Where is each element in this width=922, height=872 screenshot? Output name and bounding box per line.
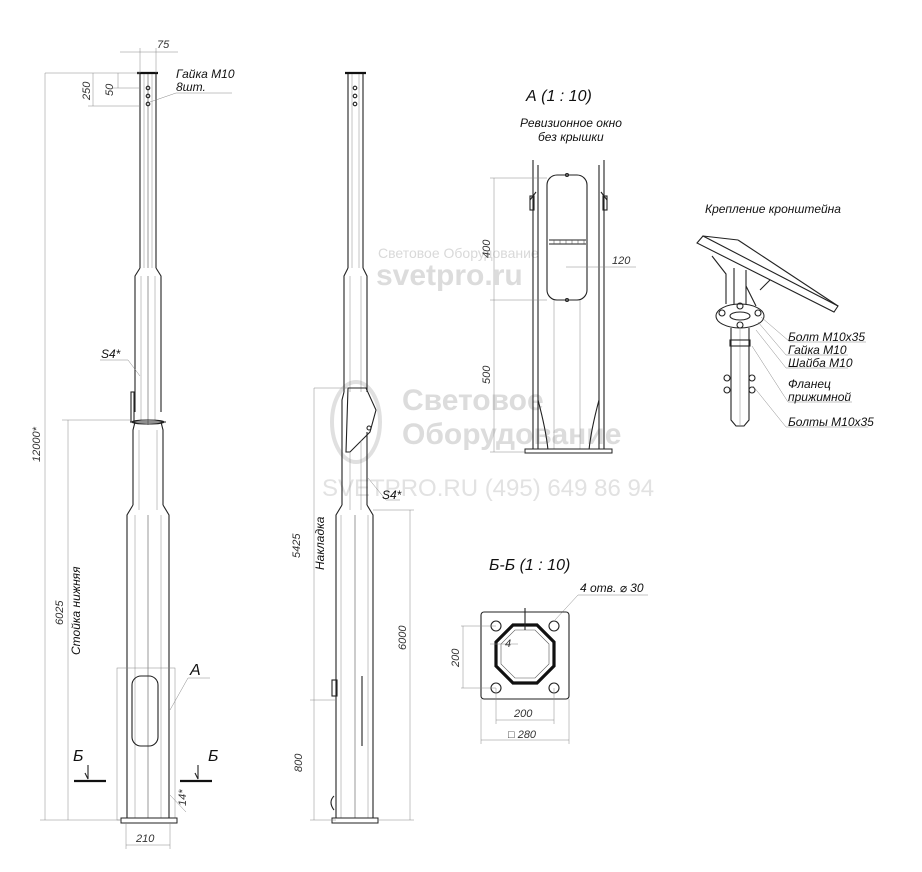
bracket-bolts-label: Болты М10х35: [788, 415, 874, 429]
watermark-logo-icon: [330, 380, 382, 464]
section-mark-right: Б: [208, 748, 218, 765]
bracket-mount-view: Крепление кронштейна Болт М10х35 Гайка М…: [696, 202, 874, 429]
left-pole-view: 75 250 50 Гайка М10 8шт. 12000* 6025 Сто…: [31, 39, 235, 849]
detail-a-marker: А: [189, 662, 201, 679]
weld-label-middle: S4*: [382, 488, 402, 502]
section-mark-left: Б: [73, 748, 83, 765]
dim-top-width: 75: [157, 39, 170, 51]
middle-pole-view: 5425 Накладка 6000 800 S4*: [291, 71, 414, 824]
dim-bolt-spacing: 200: [513, 708, 533, 720]
detail-a-note-line2: без крышки: [538, 130, 604, 144]
watermark: Световое Оборудование svetpro.ru Светово…: [322, 245, 654, 502]
section-b-view: Б-Б (1 : 10) 4 отв. ⌀ 30 4 200 200 □ 280: [450, 557, 648, 744]
nut-label-line1: Гайка М10: [176, 67, 235, 81]
bracket-title: Крепление кронштейна: [705, 202, 841, 216]
dim-6000: 6000: [397, 625, 409, 650]
dim-250: 250: [81, 81, 93, 101]
bracket-bolt-label: Болт М10х35: [788, 330, 865, 344]
bracket-flange-line2: прижимной: [788, 390, 851, 404]
dim-base-width: 210: [135, 833, 155, 845]
dim-50: 50: [104, 83, 116, 96]
bracket-nut-label: Гайка М10: [788, 343, 847, 357]
weld-label-left: S4*: [101, 347, 121, 361]
watermark-brand-line1: Световое: [402, 384, 544, 417]
bracket-washer-label: Шайба М10: [788, 356, 853, 370]
lower-post-label: Стойка нижняя: [69, 566, 83, 655]
dim-angle: 14*: [177, 789, 189, 806]
detail-a-note-line1: Ревизионное окно: [520, 116, 622, 130]
watermark-brand-line2: Оборудование: [402, 418, 621, 451]
dim-lower-post: 6025: [54, 600, 66, 625]
detail-a-view: А (1 : 10) Ревизионное окно без крышки 4…: [481, 88, 636, 454]
holes-label: 4 отв. ⌀ 30: [580, 581, 644, 595]
dim-500: 500: [481, 365, 493, 384]
dim-5425: 5425: [291, 533, 303, 558]
watermark-small: Световое Оборудование: [378, 245, 539, 261]
dim-total-height: 12000*: [31, 426, 43, 462]
dim-side: 200: [450, 648, 462, 668]
dim-120: 120: [612, 255, 631, 267]
nut-label-line2: 8шт.: [176, 80, 206, 94]
watermark-site: svetpro.ru: [376, 259, 523, 292]
dim-plate: □ 280: [508, 729, 537, 741]
watermark-contact: SVETPRO.RU (495) 649 86 94: [322, 475, 654, 502]
dim-thickness: 4: [505, 638, 511, 650]
dim-400: 400: [481, 239, 493, 258]
section-b-title: Б-Б (1 : 10): [489, 557, 570, 574]
detail-a-title: А (1 : 10): [525, 88, 592, 105]
overlay-label: Накладка: [313, 516, 327, 570]
dim-800: 800: [293, 753, 305, 772]
bracket-flange-line1: Фланец: [788, 377, 831, 391]
